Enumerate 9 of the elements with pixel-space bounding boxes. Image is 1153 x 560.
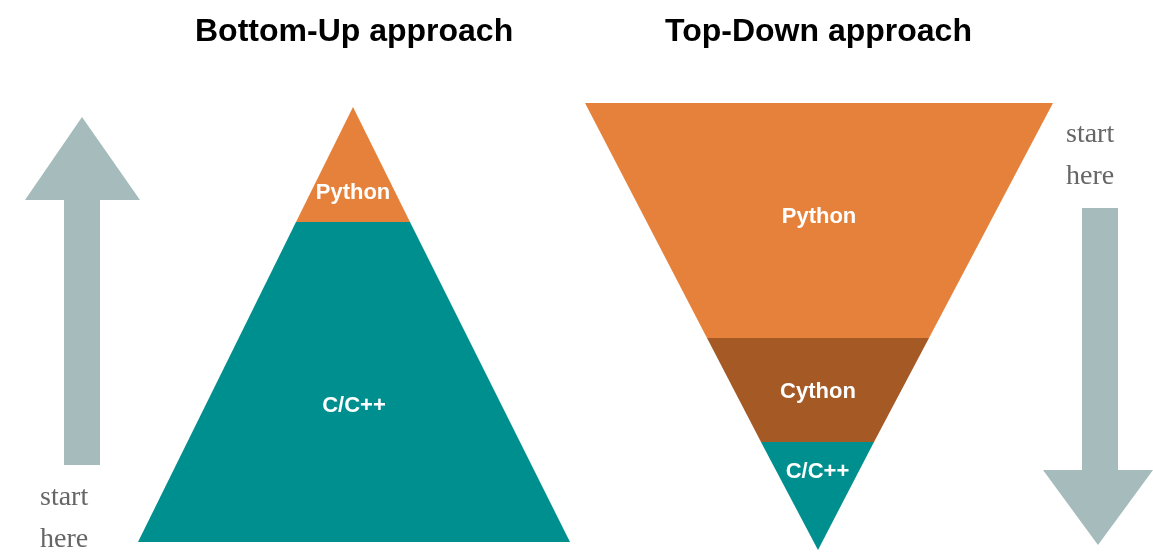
heading: Top-Down approach xyxy=(665,12,972,49)
layer-label: Python xyxy=(314,179,392,205)
layer-label: Python xyxy=(780,203,858,229)
layer-label: Cython xyxy=(779,378,857,404)
layer-label: C/C++ xyxy=(321,392,387,418)
start-note: start here xyxy=(1066,116,1116,192)
start-note: start here xyxy=(40,479,90,555)
layer-label: C/C++ xyxy=(784,458,851,484)
heading: Bottom-Up approach xyxy=(195,12,514,49)
